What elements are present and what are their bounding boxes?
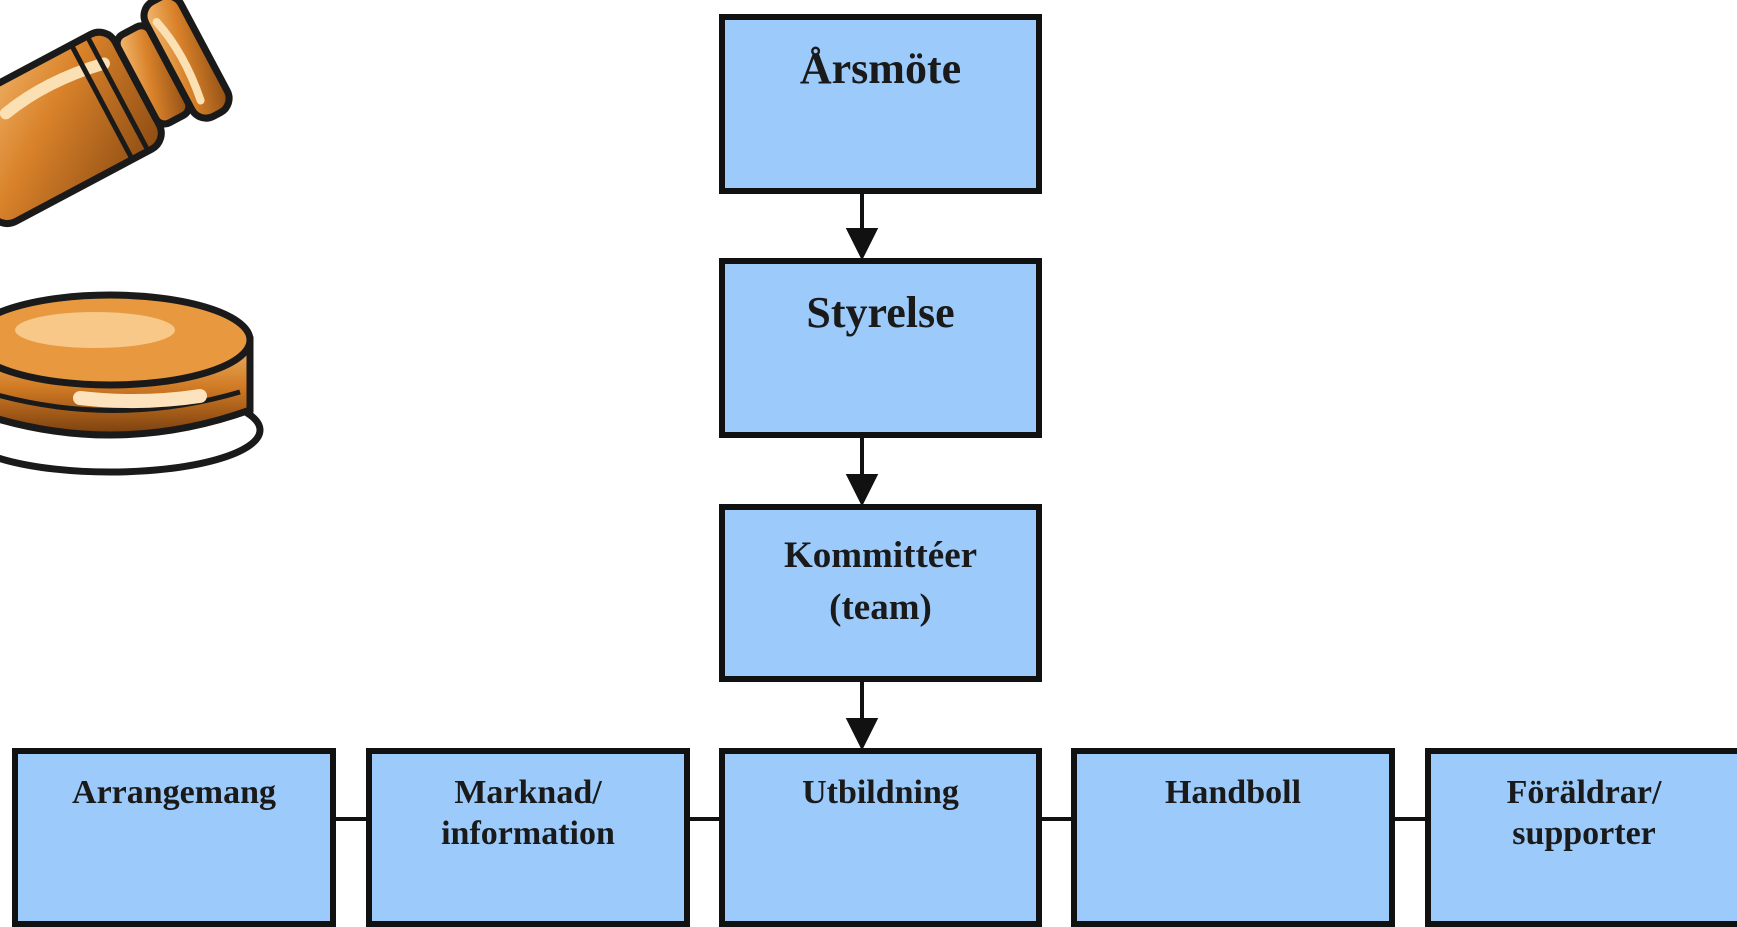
arrowhead	[845, 474, 879, 507]
box-styrelse: Styrelse	[719, 258, 1042, 438]
box-label: Kommittéer (team)	[783, 535, 978, 628]
box-marknad: Marknad/ information	[366, 748, 690, 927]
box-label: Utbildning	[802, 774, 959, 811]
box-arrangemang: Arrangemang	[12, 748, 336, 927]
box-utbildning: Utbildning	[719, 748, 1042, 927]
arrowhead	[845, 228, 879, 261]
box-kommitteer: Kommittéer (team)	[719, 504, 1042, 682]
box-label: Årsmöte	[799, 44, 962, 93]
box-handboll: Handboll	[1071, 748, 1395, 927]
box-label: Arrangemang	[72, 774, 276, 811]
box-label: Styrelse	[806, 288, 955, 337]
box-label: Föräldrar/ supporter	[1506, 774, 1662, 852]
box-label: Marknad/ information	[441, 774, 615, 852]
box-foraldrar: Föräldrar/ supporter	[1425, 748, 1737, 927]
gavel-icon	[0, 0, 264, 476]
box-arsmote: Årsmöte	[719, 14, 1042, 194]
arrowhead	[845, 718, 879, 751]
box-label: Handboll	[1164, 774, 1302, 811]
